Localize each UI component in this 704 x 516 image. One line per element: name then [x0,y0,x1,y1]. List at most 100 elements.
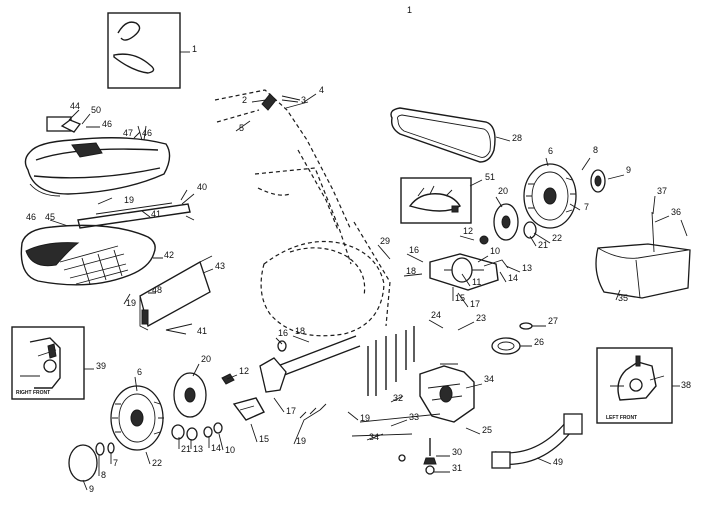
callout-c30: 30 [452,447,462,457]
inset-right-front-label: RIGHT FRONT [16,390,50,396]
inset-part-51 [400,177,472,224]
callout-c19d: 19 [126,298,136,308]
callout-c19: 19 [124,195,134,205]
grass-bag [24,116,171,197]
transmission-lower [351,326,475,475]
callout-c17: 17 [470,299,480,309]
drive-shaft [259,335,361,393]
callout-c50: 50 [91,105,101,115]
callout-c40: 40 [197,182,207,192]
callout-c28: 28 [512,133,522,143]
callout-c18: 18 [406,266,416,276]
clips-19 [97,197,327,419]
callout-c14: 14 [508,273,518,283]
axle-housing-left [232,397,265,421]
callout-c43: 43 [215,261,225,271]
callout-c37: 37 [657,186,667,196]
callout-c36: 36 [671,207,681,217]
callout-c46: 46 [102,119,112,129]
gear-pulley-right [479,203,537,245]
hubcap-left [68,442,115,482]
callout-c14b: 14 [211,443,221,453]
callout-c29: 29 [380,236,390,246]
callout-c44: 44 [70,101,80,111]
callout-c9b: 9 [89,484,94,494]
callout-c2: 2 [242,95,247,105]
rear-wheel-right [523,163,577,229]
callout-c46b: 46 [142,128,152,138]
callout-c26: 26 [534,337,544,347]
callout-c1: 1 [192,44,197,54]
callout-c39: 39 [96,361,106,371]
callout-c35: 35 [618,293,628,303]
callout-c21: 21 [538,240,548,250]
callout-c6: 6 [548,146,553,156]
callout-c12b: 12 [239,366,249,376]
drive-belt [390,107,496,163]
footnote-mark: 1 [407,5,412,15]
transmission-right [429,253,509,291]
callout-c6b: 6 [137,367,142,377]
callout-c4: 4 [319,85,324,95]
callout-c20b: 20 [201,354,211,364]
handle-assembly [214,89,391,337]
callout-c16: 16 [409,245,419,255]
gear-pulley-left [171,372,223,441]
callout-c15: 15 [455,293,465,303]
wheel-cover-right [595,211,691,299]
callout-c22b: 22 [152,458,162,468]
callout-c25: 25 [482,425,492,435]
callout-c45: 45 [45,212,55,222]
callout-c7b: 7 [113,458,118,468]
callout-c19b: 19 [296,436,306,446]
callout-c9: 9 [626,165,631,175]
callout-c13b: 13 [193,444,203,454]
callout-c27: 27 [548,316,558,326]
callout-c10b: 10 [225,445,235,455]
callout-c5: 5 [239,123,244,133]
inset-right-front: RIGHT FRONT [11,326,94,400]
callout-c32: 32 [393,393,403,403]
callout-c41: 41 [151,209,161,219]
callout-c16b: 16 [278,328,288,338]
callout-c33: 33 [409,412,419,422]
leader-lines [49,93,688,491]
catcher-tray [20,224,156,286]
callout-c10: 10 [490,246,500,256]
callout-c41b: 41 [197,326,207,336]
belt-guide [491,413,583,469]
callout-c19c: 19 [360,413,370,423]
callout-c3: 3 [301,95,306,105]
pulley-26 [491,322,533,355]
callout-c34b: 34 [369,432,379,442]
callout-c11: 11 [472,277,481,287]
rear-wheel-left [110,385,164,451]
callout-c18b: 18 [295,326,305,336]
hubcap-right [590,169,606,193]
callout-c8b: 8 [101,470,106,480]
deflector-plate [139,255,213,331]
callout-c13: 13 [522,263,532,273]
callout-c49: 49 [553,457,563,467]
callout-c12: 12 [463,226,473,236]
callout-c47: 47 [123,128,133,138]
callout-c48: 48 [152,285,162,295]
callout-c17b: 17 [286,406,296,416]
callout-c24: 24 [431,310,441,320]
callout-c21b: 21 [181,444,191,454]
bag-frame [77,193,195,229]
callout-c31: 31 [452,463,462,473]
callout-c38: 38 [681,380,691,390]
callout-c22: 22 [552,233,562,243]
callout-c23: 23 [476,313,486,323]
callout-c20: 20 [498,186,508,196]
callout-c34: 34 [484,374,494,384]
inset-part-1 [107,12,190,89]
callout-c8: 8 [593,145,598,155]
inset-left-front: LEFT FRONT [596,347,680,424]
callout-c51: 51 [485,172,495,182]
callout-c7: 7 [584,202,589,212]
